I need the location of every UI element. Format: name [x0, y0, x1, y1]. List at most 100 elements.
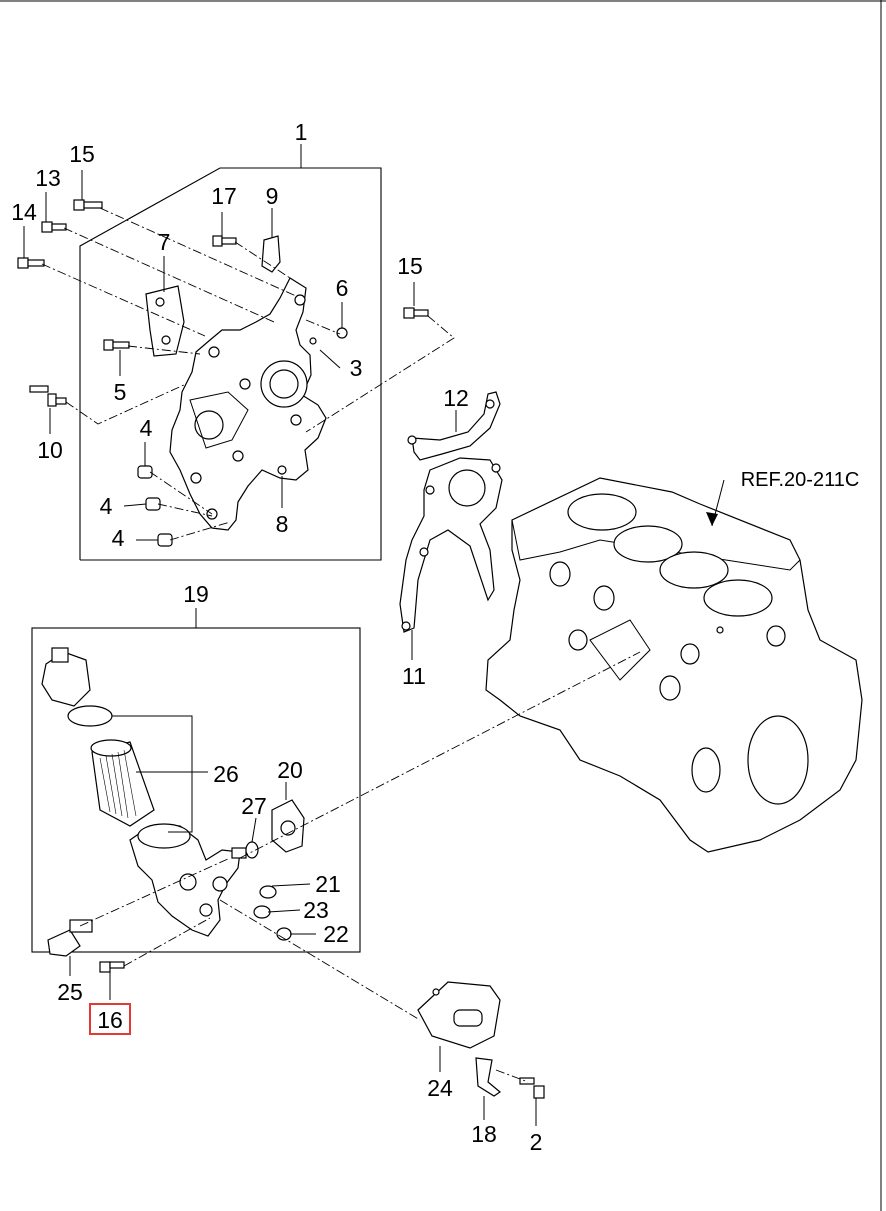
callout-3[interactable]: 3	[350, 355, 363, 381]
callout-23[interactable]: 23	[303, 897, 329, 923]
bolt-17	[212, 235, 237, 247]
cover-hole-a	[239, 378, 251, 390]
cooler-bracket	[475, 1057, 502, 1097]
callout-9[interactable]: 9	[266, 183, 279, 209]
callout-1[interactable]: 1	[295, 119, 308, 145]
block-boss-a	[691, 747, 721, 793]
callout-13[interactable]: 13	[35, 165, 61, 191]
housing-nipple	[231, 847, 247, 859]
callout-20[interactable]: 20	[277, 757, 303, 783]
callout-11[interactable]: 11	[402, 663, 426, 689]
gasket-12-hole-a	[407, 435, 417, 445]
oil-pressure-switch	[47, 929, 81, 957]
gasket-12	[411, 391, 501, 461]
cylinder-bore-2	[613, 525, 683, 563]
bolt-2	[519, 1077, 545, 1099]
callout-7[interactable]: 7	[158, 229, 171, 255]
block-pin	[716, 626, 724, 634]
bolt-5	[103, 339, 130, 351]
gasket-group	[399, 391, 503, 660]
callout-22[interactable]: 22	[323, 921, 349, 947]
bracket-hole-b	[161, 335, 171, 345]
dash-4a	[149, 471, 213, 515]
cover-hole-c	[294, 294, 306, 306]
callout-4c[interactable]: 4	[112, 525, 125, 551]
dash-15-right	[305, 315, 455, 433]
oil-cooler-group	[417, 981, 545, 1126]
dash-4c	[169, 521, 231, 541]
callout-6[interactable]: 6	[336, 275, 349, 301]
timing-cover-group	[17, 144, 455, 561]
crank-bore	[747, 715, 809, 805]
cover-hole-g	[190, 472, 202, 484]
cooler-hole	[432, 988, 440, 996]
callout-4a[interactable]: 4	[140, 415, 153, 441]
reference-label[interactable]: REF.20-211C	[741, 469, 860, 491]
block-hole-a	[549, 561, 571, 587]
callout-8[interactable]: 8	[276, 511, 289, 537]
gasket-11-pump-opening	[448, 469, 486, 507]
leader-26-bracket	[112, 715, 193, 833]
cover-seal-inner	[269, 369, 299, 399]
cover-hole-b	[208, 346, 220, 358]
bolt-15-right	[403, 307, 429, 319]
callout-15b[interactable]: 15	[397, 253, 423, 279]
bolt-16	[99, 961, 125, 973]
callout-19[interactable]: 19	[183, 581, 209, 607]
bolt-14	[17, 257, 45, 269]
callout-16[interactable]: 16	[97, 1007, 123, 1033]
o-ring-8	[277, 465, 287, 475]
callout-17[interactable]: 17	[211, 183, 237, 209]
gasket-11-hole-b	[491, 463, 501, 473]
callout-10[interactable]: 10	[37, 437, 63, 463]
callout-26[interactable]: 26	[213, 761, 239, 787]
dash-5	[127, 345, 201, 355]
cover-rib	[189, 391, 249, 449]
dash-15	[99, 207, 297, 297]
callout-14[interactable]: 14	[11, 199, 37, 225]
block-hole-b	[593, 585, 615, 611]
bracket-hole-a	[155, 297, 165, 307]
leader-23	[267, 909, 301, 913]
ref-arrow-head	[706, 512, 718, 526]
dash-housing-block	[239, 651, 641, 859]
block-hole-c	[659, 675, 681, 701]
gasket-11-hole-d	[401, 621, 411, 631]
callout-15a[interactable]: 15	[69, 141, 95, 167]
dash-17	[234, 241, 291, 279]
callout-2[interactable]: 2	[530, 1129, 543, 1155]
small-bracket	[261, 235, 281, 273]
bolt-13	[41, 221, 67, 233]
bolt-15-upper	[73, 199, 103, 211]
cooler-port	[453, 1009, 483, 1027]
o-ring-23	[253, 905, 271, 919]
dowel-c	[157, 533, 173, 547]
dash-bolt-2	[495, 1069, 529, 1083]
callout-12[interactable]: 12	[443, 385, 469, 411]
gasket-11-hole-a	[425, 485, 435, 495]
o-ring-3	[309, 337, 317, 345]
callout-5[interactable]: 5	[114, 379, 127, 405]
dash-10	[65, 383, 187, 425]
cylinder-bore-4	[703, 579, 773, 617]
filter-pleats	[99, 749, 137, 819]
bracket	[145, 285, 185, 357]
block-hole-f	[766, 625, 786, 647]
cylinder-block	[485, 477, 863, 853]
dash-cooler	[219, 899, 421, 1021]
cover-hole-e	[232, 450, 244, 462]
callout-27[interactable]: 27	[241, 793, 267, 819]
callout-24[interactable]: 24	[427, 1075, 453, 1101]
housing-port-a	[179, 873, 197, 891]
callout-25[interactable]: 25	[57, 979, 83, 1005]
cylinder-bore-1	[567, 493, 637, 531]
leader-27	[251, 817, 257, 843]
block-deck-edge	[511, 519, 801, 571]
block-hole-d	[568, 629, 588, 651]
callout-18[interactable]: 18	[471, 1121, 497, 1147]
filter-cap-nut	[51, 647, 69, 663]
housing-bore	[137, 823, 191, 849]
callout-4b[interactable]: 4	[100, 493, 113, 519]
callout-21[interactable]: 21	[315, 871, 341, 897]
